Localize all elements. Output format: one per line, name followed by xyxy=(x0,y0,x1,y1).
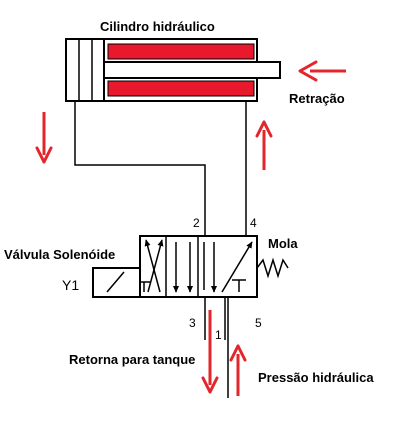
port-1-label: 1 xyxy=(215,328,222,342)
tank-return-arrow xyxy=(201,310,219,394)
flow-arrow xyxy=(221,241,253,293)
valve-label: Válvula Solenóide xyxy=(4,247,115,262)
retraction-arrow xyxy=(298,60,346,82)
flow-arrow xyxy=(144,239,161,293)
return-spring xyxy=(256,257,289,279)
line-cylinder-to-port-2 xyxy=(74,101,206,236)
tank-return-label: Retorna para tanque xyxy=(69,352,195,367)
down-arrow-left xyxy=(35,112,53,164)
piston-rod xyxy=(103,61,281,79)
coil-label: Y1 xyxy=(62,277,79,293)
solenoid-coil xyxy=(92,267,141,298)
retraction-label: Retração xyxy=(289,91,345,106)
port-3-label: 3 xyxy=(189,316,196,330)
hydraulic-cylinder xyxy=(65,38,281,102)
pressure-label: Pressão hidráulica xyxy=(258,370,374,385)
cylinder-chamber-top xyxy=(107,43,255,60)
port-2-label: 2 xyxy=(193,216,200,230)
pressure-arrow xyxy=(229,344,247,396)
solenoid-valve xyxy=(92,235,289,298)
piston-head xyxy=(65,38,105,102)
spring-label: Mola xyxy=(268,236,298,251)
flow-arrow xyxy=(147,239,164,293)
cylinder-chamber-bottom xyxy=(107,80,255,97)
hydraulic-lines xyxy=(74,101,247,398)
cylinder-label: Cilindro hidráulico xyxy=(100,19,215,34)
flow-direction-arrows xyxy=(35,60,346,396)
up-arrow-right xyxy=(255,120,273,170)
port-5-label: 5 xyxy=(255,316,262,330)
port-4-label: 4 xyxy=(250,216,257,230)
